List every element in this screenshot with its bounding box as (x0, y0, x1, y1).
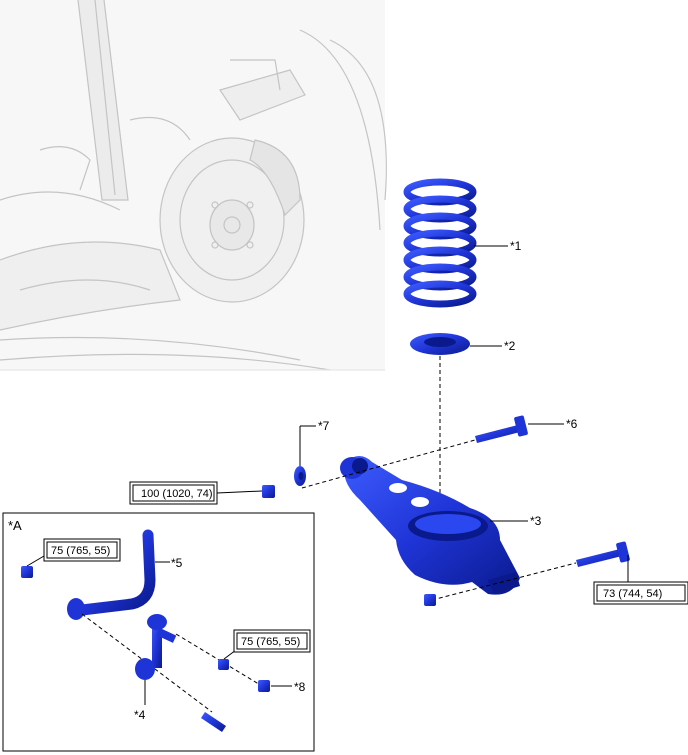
torque-leader-arm-nut (216, 490, 263, 494)
link-nut-lower (258, 680, 270, 692)
inset-stabilizer: *A *5 75 (765, 55) *4 (2, 512, 315, 752)
arm-bolt-upper (475, 415, 528, 443)
link-bolt (201, 712, 226, 732)
torque-value-arm-nut: 100 (1020, 74) (141, 488, 213, 500)
arm-bolt-lower (576, 541, 630, 567)
torque-value-stab-nut: 75 (765, 55) (51, 545, 110, 557)
callout-8: *8 (294, 680, 306, 694)
stabilizer-link (135, 614, 177, 680)
torque-box-arm-bolt: 73 (744, 54) (593, 581, 688, 605)
stabilizer-axis (81, 613, 213, 713)
bolt-axis-upper (301, 439, 476, 489)
torque-box-stab-nut: 75 (765, 55) (43, 538, 121, 562)
callout-1: *1 (510, 239, 522, 253)
torque-box-arm-nut: 100 (1020, 74) (129, 481, 218, 505)
stabilizer-nut (21, 566, 33, 578)
arm-nut-lower (424, 594, 436, 606)
callout-2: *2 (504, 339, 516, 353)
coil-spring (403, 178, 477, 308)
callout-3: *3 (530, 514, 542, 528)
inset-label: *A (8, 518, 22, 533)
callout-5: *5 (171, 556, 183, 570)
callout-6: *6 (566, 417, 578, 431)
lower-control-arm (340, 456, 520, 595)
washer (294, 466, 306, 486)
torque-value-link-nut: 75 (765, 55) (241, 636, 300, 648)
torque-leader-stab-nut (26, 555, 45, 567)
bolt-axis-lower (431, 562, 577, 601)
callout-4: *4 (134, 708, 146, 722)
torque-box-link-nut: 75 (765, 55) (233, 629, 311, 653)
link-nut-upper (218, 659, 229, 670)
vehicle-suspension-sketch (0, 0, 387, 371)
arm-nut-left (262, 485, 275, 498)
torque-value-arm-bolt: 73 (744, 54) (603, 588, 662, 600)
stabilizer-bar (76, 529, 156, 616)
callout-7: *7 (318, 419, 330, 433)
spring-insulator (410, 333, 470, 355)
